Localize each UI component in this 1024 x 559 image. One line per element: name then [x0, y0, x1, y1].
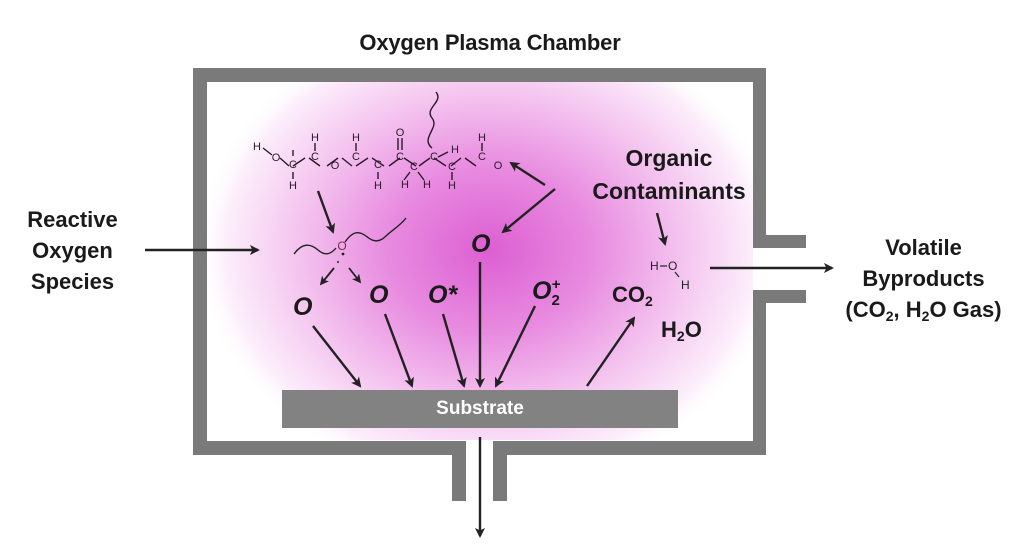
label-line: (CO2, H2O Gas) — [826, 294, 1021, 332]
arrow-o-excited-to-substrate — [441, 313, 467, 388]
chamber-left-wall — [193, 68, 207, 455]
water-h2: H — [681, 278, 690, 292]
text-part: CO — [612, 282, 645, 307]
arrows — [145, 161, 835, 539]
contaminant-molecule — [262, 91, 483, 181]
arrow-contaminants-to-molecule — [509, 161, 546, 187]
arrow-substrate-to-co2 — [586, 316, 636, 387]
arrow-o-left-to-substrate — [312, 325, 362, 388]
reactive-oxygen-species-label: Reactive Oxygen Species — [10, 204, 135, 297]
species-excited-oxygen: O* — [428, 281, 458, 309]
chamber-walls — [193, 68, 806, 501]
water-molecule: H O H — [650, 259, 690, 292]
atom-h: H — [401, 179, 409, 191]
atom-c: C — [410, 161, 418, 173]
atom-h: H — [352, 132, 360, 144]
subscript: 2 — [645, 293, 653, 309]
species-atomic-oxygen-center: O — [471, 230, 491, 258]
subscript: 2 — [551, 292, 560, 309]
exhaust-pipe-left — [452, 441, 466, 501]
text-part: O — [532, 277, 552, 305]
label-line: Volatile — [885, 235, 962, 260]
label-line: Contaminants — [592, 178, 746, 204]
species-oxygen-ion: O2+ — [532, 276, 561, 309]
water-o: O — [668, 259, 677, 273]
chamber-right-wall-lower — [753, 290, 766, 455]
chamber-top-wall — [193, 68, 766, 82]
text-part: O — [684, 317, 702, 342]
water-h1: H — [650, 259, 659, 273]
atom-h: H — [478, 132, 486, 144]
atom-c: C — [289, 159, 297, 171]
arrow-contaminants-to-o — [501, 188, 556, 234]
subscript: 2 — [676, 328, 685, 344]
product-co2: CO2 — [612, 282, 653, 309]
volatile-byproducts-label: Volatile Byproducts (CO2, H2O Gas) — [826, 232, 1021, 332]
atom-c: C — [430, 151, 438, 163]
arrow-contaminants-to-water — [655, 212, 668, 246]
chamber-right-wall-upper — [753, 68, 766, 248]
text-part: , H — [893, 297, 922, 322]
species-atomic-oxygen: O — [369, 281, 389, 309]
species-atomic-oxygen: O — [293, 293, 313, 321]
atom-h: H — [289, 180, 297, 192]
outlet-upper-lip — [753, 235, 806, 248]
atom-h: H — [374, 180, 382, 192]
label-line: Reactive — [27, 207, 118, 232]
atom-o: O — [331, 160, 340, 172]
atom-h: H — [311, 132, 319, 144]
outlet-lower-lip — [753, 290, 806, 303]
radical-o-label: O — [337, 239, 346, 253]
subscript: 2 — [921, 308, 930, 324]
substrate-plate — [282, 390, 678, 428]
atom-h: H — [423, 179, 431, 191]
molecule-atom-labels: H O C H C H O C H C H C O C H H C H C H … — [253, 127, 503, 192]
atom-h: H — [451, 144, 459, 156]
atom-h: H — [253, 141, 261, 153]
atom-c: C — [448, 161, 456, 173]
atom-h: H — [448, 180, 456, 192]
text-part: H — [661, 317, 677, 342]
atom-o: O — [494, 160, 503, 172]
atom-c: C — [311, 151, 319, 163]
text-part: (CO — [845, 297, 886, 322]
arrow-radical-to-o-mid — [348, 267, 362, 284]
label-line: Oxygen — [32, 238, 113, 263]
atom-c: C — [352, 151, 360, 163]
arrow-molecule-to-radical — [316, 190, 335, 234]
atom-c: C — [396, 151, 404, 163]
atom-c: C — [374, 159, 382, 171]
substrate-label: Substrate — [436, 398, 524, 419]
label-line: Organic — [625, 145, 713, 171]
atom-c: C — [478, 151, 486, 163]
chamber-bottom-wall-right — [497, 441, 766, 455]
exhaust-pipe-right — [493, 441, 507, 501]
label-line: Byproducts — [862, 266, 985, 291]
superscript: + — [551, 276, 561, 293]
text-part: O Gas) — [929, 297, 1002, 322]
oxygen-radical-fragment: O — [293, 217, 407, 263]
arrow-radical-to-o-left — [319, 267, 335, 286]
label-line: Species — [30, 269, 115, 294]
arrow-o2-ion-to-substrate — [494, 305, 537, 388]
subscript: 2 — [885, 308, 894, 324]
product-h2o: H2O — [661, 317, 702, 344]
chamber-bottom-wall-left — [193, 441, 460, 455]
organic-contaminants-label: Organic Contaminants — [574, 142, 764, 208]
diagram-title: Oxygen Plasma Chamber — [359, 30, 621, 55]
atom-o: O — [396, 127, 405, 139]
atom-o: O — [272, 152, 281, 164]
arrow-o-mid-to-substrate — [383, 313, 414, 388]
